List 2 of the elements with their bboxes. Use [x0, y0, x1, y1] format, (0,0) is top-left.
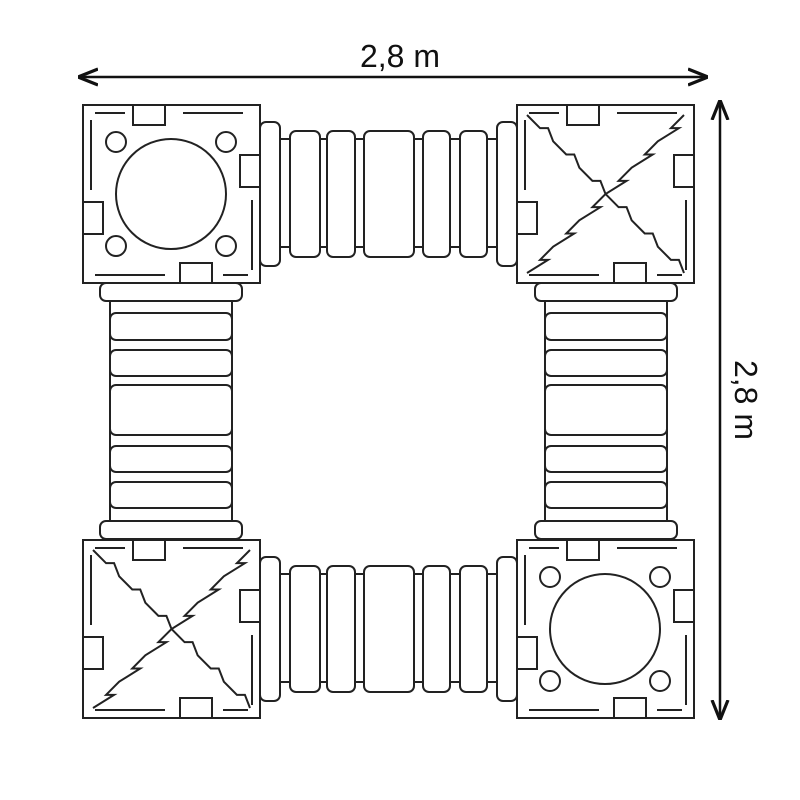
dimension-label: 2,8 m [360, 40, 440, 72]
dimension-label: 2,8 m [730, 360, 762, 440]
